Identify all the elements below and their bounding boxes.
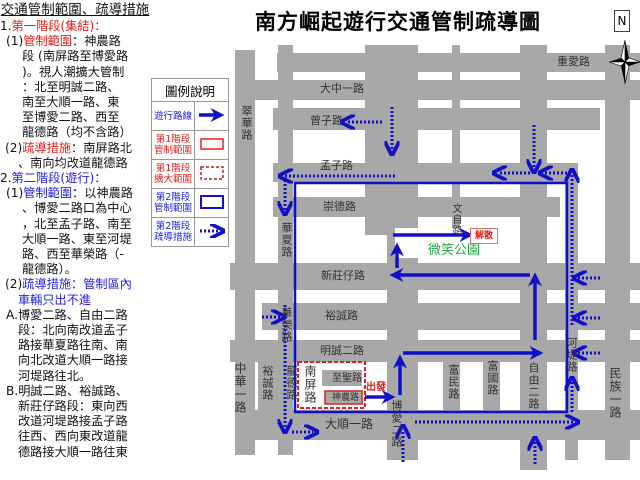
compass-icon — [608, 39, 640, 85]
stage2-title: 2.第二階段(遊行)： — [0, 171, 107, 186]
road-label: 華榮路 — [280, 307, 293, 343]
note-line: 改道河堤路接孟子路 — [18, 414, 128, 429]
notes-heading: 交通管制範圍、疏導措施 — [0, 2, 150, 18]
road-label: 富民路 — [447, 364, 460, 400]
note-line: 龍德路（均不含路） — [22, 125, 132, 140]
note-line: 大順一路、東至河堤 — [22, 231, 132, 246]
legend-item: 第1階段擴大範圍 — [151, 159, 229, 189]
stage2-item1: (1)管制範圍：以神農路 — [6, 186, 133, 201]
road-label: 曾子路 — [310, 114, 343, 127]
dotted-arrow-icon — [194, 217, 229, 247]
road-label: 文自路 — [450, 203, 461, 236]
legend-item: 第1階段管制範圍 — [151, 130, 229, 160]
road-label: 至聖路 — [332, 373, 362, 384]
note-line: 向北改道大順一路接 — [18, 353, 128, 368]
solid-arrow-icon — [194, 101, 229, 131]
note-line: ：北至明誠二路、 — [22, 79, 120, 94]
blue-rectangle-icon — [194, 188, 229, 218]
road-label: 民族一路 — [608, 367, 622, 419]
end-label: 解散 — [470, 228, 498, 244]
note-line: 段 (南屏路至博愛路 — [22, 49, 129, 64]
note-line: 龍德路）。 — [22, 262, 77, 277]
legend: 圖例說明 遊行路線 第1階段管制範圍 第1階段擴大範圍 第2階段管制範圍 第2階… — [151, 78, 229, 247]
note-line: 河堤路往北。 — [18, 368, 92, 383]
legend-item: 第2階段疏導措施 — [151, 217, 229, 247]
roads — [230, 45, 640, 470]
road-label: 博愛二路 — [390, 400, 403, 448]
stage1-title: 1.第一階段(集結)： — [0, 19, 107, 33]
legend-item: 第2階段管制範圍 — [151, 188, 229, 218]
road-label: 崇德路 — [323, 200, 356, 213]
parade-route — [365, 228, 544, 404]
road-label: 大順一路 — [325, 417, 374, 431]
red-dashed-rectangle-icon — [194, 159, 229, 189]
red-rectangle-icon — [194, 130, 229, 160]
legend-title: 圖例說明 — [151, 78, 229, 102]
note-line: B.明誠二路、裕誠路、 — [6, 383, 128, 398]
stage1-control-area — [324, 390, 363, 405]
stage2-item2: (2)疏導措施：管制區內 — [5, 277, 132, 292]
note-line: 南至大順一路、東 — [22, 95, 120, 110]
road-label: 華夏路 — [280, 222, 293, 258]
road-label: 裕誠路 — [325, 309, 358, 322]
note-line: 新莊仔路段：東向西 — [18, 399, 128, 414]
north-indicator: N — [614, 10, 630, 32]
legend-item: 遊行路線 — [151, 101, 229, 131]
road-label: 翠華路 — [240, 105, 253, 141]
road-label: 大中一路 — [320, 82, 364, 95]
stage1-item1: (1)管制範圍：神農路 — [6, 34, 121, 49]
road-label: 神農路 — [332, 393, 360, 403]
legend-label: 遊行路線 — [151, 101, 195, 131]
traffic-control-notes: 交通管制範圍、疏導措施 1.第一階段(集結)： (1)管制範圍：神農路 段 (南… — [0, 2, 150, 460]
start-label: 出發 — [366, 382, 386, 393]
note-line: 往西、西向東改道龍 — [18, 429, 128, 444]
note-line: 路、西至華榮路（- — [22, 247, 124, 262]
note-line: ，北至孟子路、南至 — [22, 216, 132, 231]
stage2-control-area — [293, 181, 569, 414]
road-label: 孟子路 — [320, 159, 353, 172]
note-line: 德路接大順一路往東 — [18, 444, 128, 459]
legend-label: 第1階段管制範圍 — [151, 130, 195, 160]
road-label: 裕誠路 — [261, 365, 274, 401]
legend-label: 第2階段管制範圍 — [151, 188, 195, 218]
detour-arrows — [262, 107, 600, 464]
legend-label: 第1階段擴大範圍 — [151, 159, 195, 189]
road-label: 富國路 — [486, 360, 499, 396]
road-label: 明誠二路 — [320, 344, 364, 357]
map-title: 南方崛起遊行交通管制疏導圖 — [255, 10, 541, 34]
note-line: 、南向均改道龍德路 — [18, 155, 128, 170]
note-line: 至博愛二路、西至 — [22, 110, 120, 125]
note-line: A.博愛二路、自由二路 — [6, 307, 128, 322]
road-label: 龍德路 — [285, 365, 298, 401]
road-label: 南屏路 — [303, 365, 317, 404]
road-label: 重愛路 — [557, 55, 590, 68]
note-line: 、博愛二路口為中心 — [22, 201, 132, 216]
road-label: 中華一路 — [233, 362, 247, 414]
note-line: 段：北向南改道孟子 — [18, 323, 128, 338]
stage1-item2: (2)疏導措施：南屏路北 — [5, 140, 132, 155]
road-label: 河堤路 — [565, 337, 578, 373]
note-line: )。視人潮擴大管制 — [22, 64, 125, 79]
road-label: 自由二路 — [527, 362, 540, 410]
park-label: 微笑公園 — [428, 243, 481, 258]
note-line: 車輛只出不進 — [18, 292, 92, 307]
road-label: 新莊仔路 — [321, 269, 365, 282]
note-line: 路接華夏路往南、南 — [18, 338, 128, 353]
legend-label: 第2階段疏導措施 — [151, 217, 195, 247]
